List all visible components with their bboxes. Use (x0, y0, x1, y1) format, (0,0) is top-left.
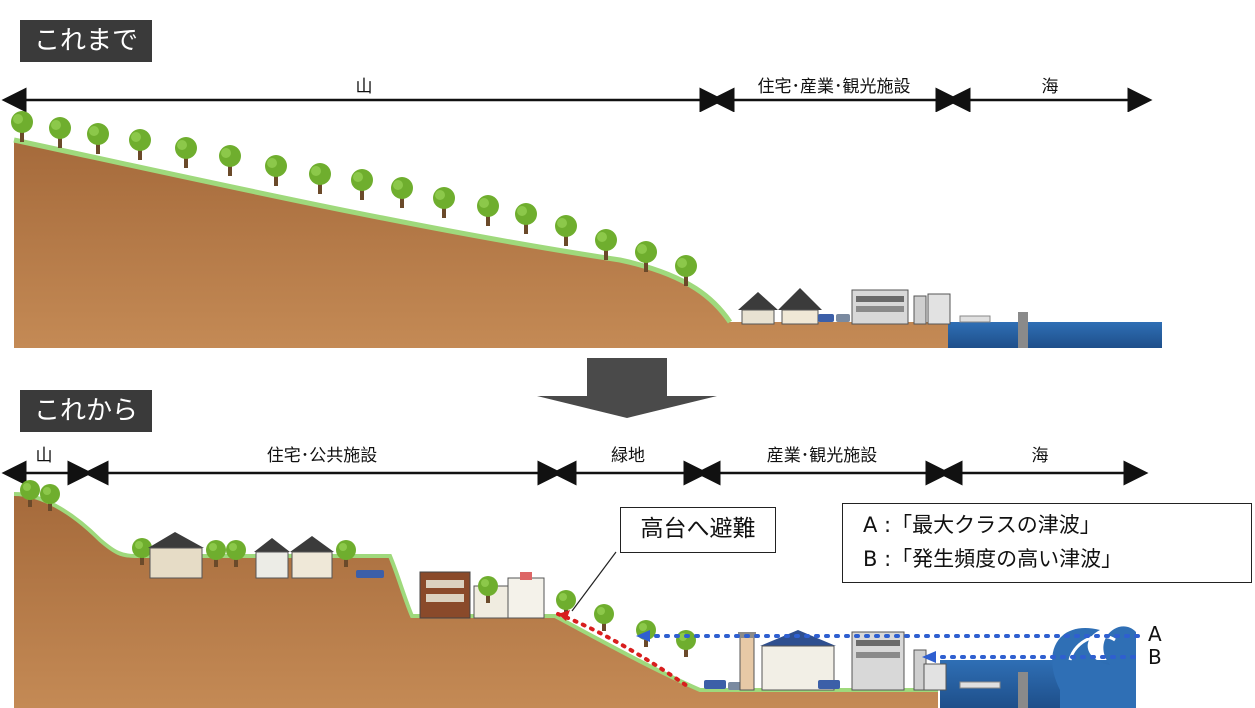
tsunami-legend: A :「最大クラスの津波」 B :「発生頻度の高い津波」 (842, 503, 1252, 583)
evacuation-callout: 高台へ避難 (620, 507, 776, 553)
legend-item-b: B :「発生頻度の高い津波」 (863, 547, 1123, 571)
after-lower-buildings (704, 630, 947, 691)
after-upper-houses (132, 532, 384, 579)
marker-b: B (1148, 645, 1162, 669)
before-houses (738, 288, 951, 325)
after-middle-buildings (419, 571, 576, 619)
before-tag: これまで (20, 20, 153, 62)
after-tag: これから (20, 390, 153, 432)
legend-item-a: A :「最大クラスの津波」 (863, 513, 1101, 537)
marker-a: A (1148, 622, 1162, 646)
transition-arrow (537, 358, 717, 418)
